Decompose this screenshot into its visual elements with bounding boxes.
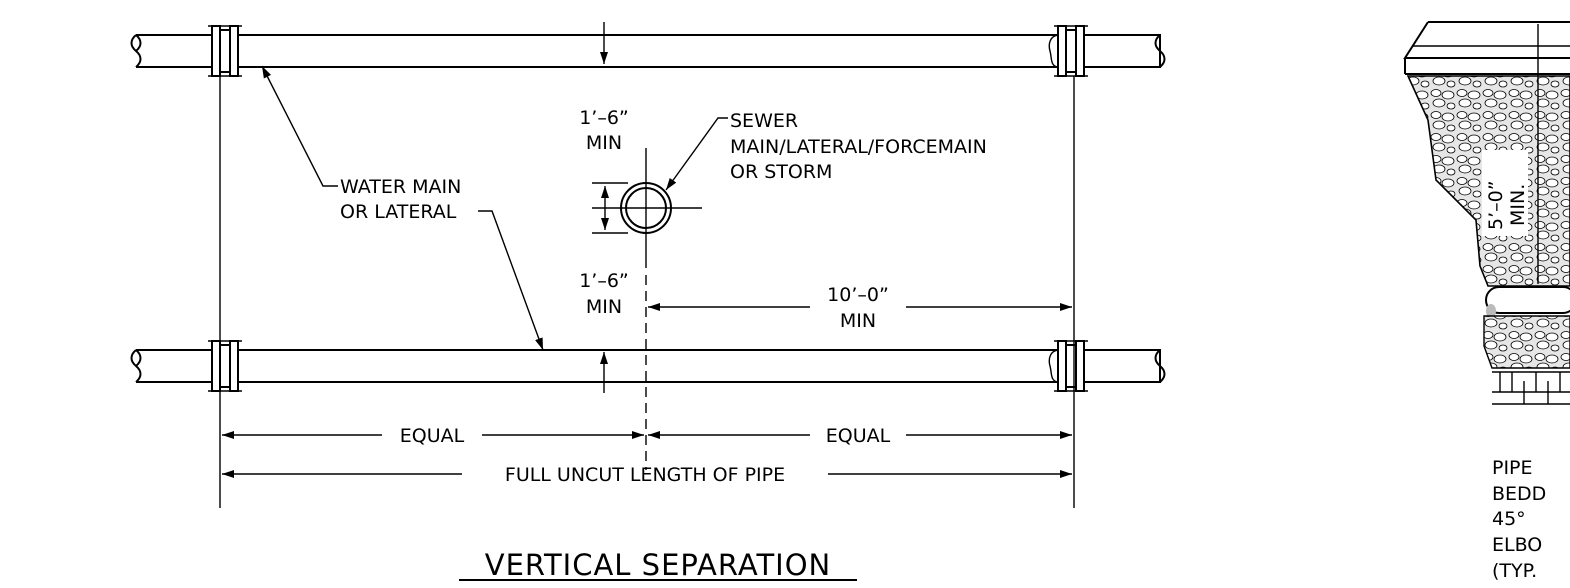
horizontal-offset-value: 10’–0” (827, 284, 889, 306)
trench-section-detail (1403, 21, 1570, 405)
sewer-label-line1: SEWER (730, 110, 798, 132)
bedding-label-line2: BEDD (1492, 483, 1546, 505)
water-label-line2: OR LATERAL (340, 201, 457, 223)
drawing-title: VERTICAL SEPARATION (485, 548, 831, 582)
water-label-line1: WATER MAIN (340, 176, 461, 198)
equal-left-label: EQUAL (400, 425, 465, 447)
elbow-label-line3: (TYP. (1492, 560, 1537, 582)
depth-label-min: MIN. (1507, 184, 1529, 226)
depth-label-value: 5’–0” (1485, 180, 1507, 230)
water-leader-upper (261, 65, 338, 187)
upper-clearance-min: MIN (586, 132, 622, 154)
upper-water-pipe (130, 25, 1166, 77)
upper-clearance-value: 1’–6” (579, 107, 629, 129)
elbow-label-line1: 45° (1492, 508, 1526, 530)
sewer-leader (665, 117, 728, 191)
water-leader-lower (478, 210, 544, 351)
full-length-label: FULL UNCUT LENGTH OF PIPE (505, 464, 785, 486)
sewer-label-line2: MAIN/LATERAL/FORCEMAIN (730, 136, 987, 158)
bedding-label-line1: PIPE (1492, 457, 1533, 479)
sewer-label-line3: OR STORM (730, 161, 832, 183)
elbow-label-line2: ELBO (1492, 534, 1542, 556)
equal-right-label: EQUAL (826, 425, 891, 447)
lower-clearance-value: 1’–6” (579, 270, 629, 292)
lower-water-pipe (130, 340, 1166, 392)
horizontal-offset-min: MIN (840, 310, 876, 332)
sewer-pipe-section (592, 148, 702, 268)
lower-clearance-min: MIN (586, 296, 622, 318)
